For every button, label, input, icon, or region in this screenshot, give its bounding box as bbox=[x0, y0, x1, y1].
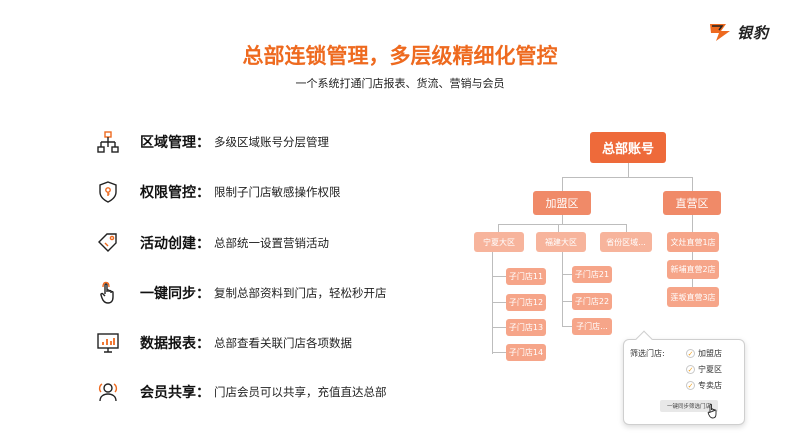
tree-connector bbox=[692, 252, 693, 260]
tree-node-store: 子门店13 bbox=[506, 319, 546, 336]
tree-connector bbox=[492, 276, 506, 277]
tree-connector bbox=[562, 301, 572, 302]
tree-node-franchise: 加盟区 bbox=[533, 191, 591, 215]
tree-connector bbox=[692, 279, 693, 287]
filter-option-label: 宁夏区 bbox=[698, 365, 722, 374]
filter-option-specialty[interactable]: ✓ 专卖店 bbox=[686, 380, 722, 391]
feature-name: 活动创建： bbox=[140, 236, 210, 252]
tree-connector bbox=[562, 274, 572, 275]
filter-option-franchise[interactable]: ✓ 加盟店 bbox=[686, 348, 722, 359]
check-icon: ✓ bbox=[686, 349, 695, 358]
tree-root-headquarters: 总部账号 bbox=[590, 132, 666, 163]
tree-connector bbox=[628, 163, 629, 177]
feature-item-sync: 一键同步： 复制总部资料到门店，轻松秒开店 bbox=[96, 277, 456, 309]
tree-node-store: 子门店14 bbox=[506, 344, 546, 361]
tree-node-store: 子门店21 bbox=[572, 266, 612, 283]
tree-connector bbox=[492, 302, 506, 303]
tree-connector bbox=[492, 327, 506, 328]
feature-desc: 限制子门店敏感操作权限 bbox=[214, 185, 341, 199]
brand-name: 银豹 bbox=[737, 23, 770, 42]
feature-item-members: 会员共享： 门店会员可以共享，充值直达总部 bbox=[96, 376, 456, 408]
filter-label: 筛选门店: bbox=[630, 349, 665, 358]
members-icon bbox=[96, 379, 120, 405]
tree-connector bbox=[626, 224, 627, 232]
feature-desc: 多级区域账号分层管理 bbox=[214, 135, 329, 149]
tree-connector bbox=[562, 177, 563, 191]
feature-item-campaign: 活动创建： 总部统一设置营销活动 bbox=[96, 227, 456, 259]
tree-connector bbox=[692, 215, 693, 232]
feature-item-report: 数据报表： 总部查看关联门店各项数据 bbox=[96, 327, 456, 359]
popup-tail bbox=[635, 330, 653, 348]
org-chart-icon bbox=[96, 129, 120, 155]
tree-node-store: 子门店... bbox=[572, 318, 612, 335]
feature-item-permission: 权限管控： 限制子门店敏感操作权限 bbox=[96, 176, 456, 208]
tree-connector bbox=[558, 224, 559, 232]
tree-node-region: 福建大区 bbox=[536, 232, 586, 252]
tree-connector bbox=[692, 177, 693, 191]
tree-node-store: 子门店11 bbox=[506, 268, 546, 285]
tree-connector bbox=[498, 224, 499, 232]
filter-option-ningxia[interactable]: ✓ 宁夏区 bbox=[686, 364, 722, 375]
check-icon: ✓ bbox=[686, 381, 695, 390]
store-filter-popup: 筛选门店: ✓ 加盟店 ✓ 宁夏区 ✓ 专卖店 一键同步筛选门店 bbox=[623, 330, 745, 425]
feature-name: 数据报表： bbox=[140, 336, 210, 352]
hand-pointer-icon bbox=[96, 280, 120, 306]
feature-desc: 门店会员可以共享，充值直达总部 bbox=[214, 385, 387, 399]
tree-connector bbox=[562, 326, 572, 327]
page-subtitle: 一个系统打通门店报表、货流、营销与会员 bbox=[295, 77, 505, 90]
page-title: 总部连锁管理，多层级精细化管控 bbox=[242, 44, 558, 68]
tree-connector bbox=[562, 252, 563, 327]
tree-connector bbox=[492, 252, 493, 354]
tree-connector bbox=[492, 352, 506, 353]
check-icon: ✓ bbox=[686, 365, 695, 374]
tree-node-region: 省份区域... bbox=[600, 232, 652, 252]
shield-key-icon bbox=[96, 179, 120, 205]
feature-name: 一键同步： bbox=[140, 286, 210, 302]
feature-name: 区域管理： bbox=[140, 135, 210, 151]
brand-logo-icon bbox=[710, 24, 730, 41]
feature-name: 权限管控： bbox=[140, 185, 210, 201]
tree-connector bbox=[562, 177, 693, 178]
brand-logo: 银豹 bbox=[708, 19, 788, 45]
tag-icon bbox=[96, 230, 120, 256]
tree-node-region: 宁夏大区 bbox=[474, 232, 524, 252]
tree-node-direct-store: 文灶直营1店 bbox=[667, 232, 719, 252]
tree-connector bbox=[562, 215, 563, 225]
tree-node-direct: 直营区 bbox=[663, 191, 721, 215]
tree-node-store: 子门店12 bbox=[506, 294, 546, 311]
tree-connector bbox=[498, 224, 627, 225]
feature-name: 会员共享： bbox=[140, 385, 210, 401]
feature-desc: 总部统一设置营销活动 bbox=[214, 236, 329, 250]
filter-option-label: 专卖店 bbox=[698, 381, 722, 390]
feature-desc: 总部查看关联门店各项数据 bbox=[214, 336, 352, 350]
tree-node-direct-store: 新埔直营2店 bbox=[667, 260, 719, 279]
hand-cursor-icon bbox=[707, 403, 717, 419]
feature-desc: 复制总部资料到门店，轻松秒开店 bbox=[214, 286, 387, 300]
filter-option-label: 加盟店 bbox=[698, 349, 722, 358]
sync-filtered-stores-button[interactable]: 一键同步筛选门店 bbox=[660, 400, 718, 412]
monitor-chart-icon bbox=[96, 330, 120, 356]
tree-node-store: 子门店22 bbox=[572, 293, 612, 310]
feature-item-region: 区域管理： 多级区域账号分层管理 bbox=[96, 126, 456, 158]
tree-node-direct-store: 莲坂直营3店 bbox=[667, 287, 719, 307]
